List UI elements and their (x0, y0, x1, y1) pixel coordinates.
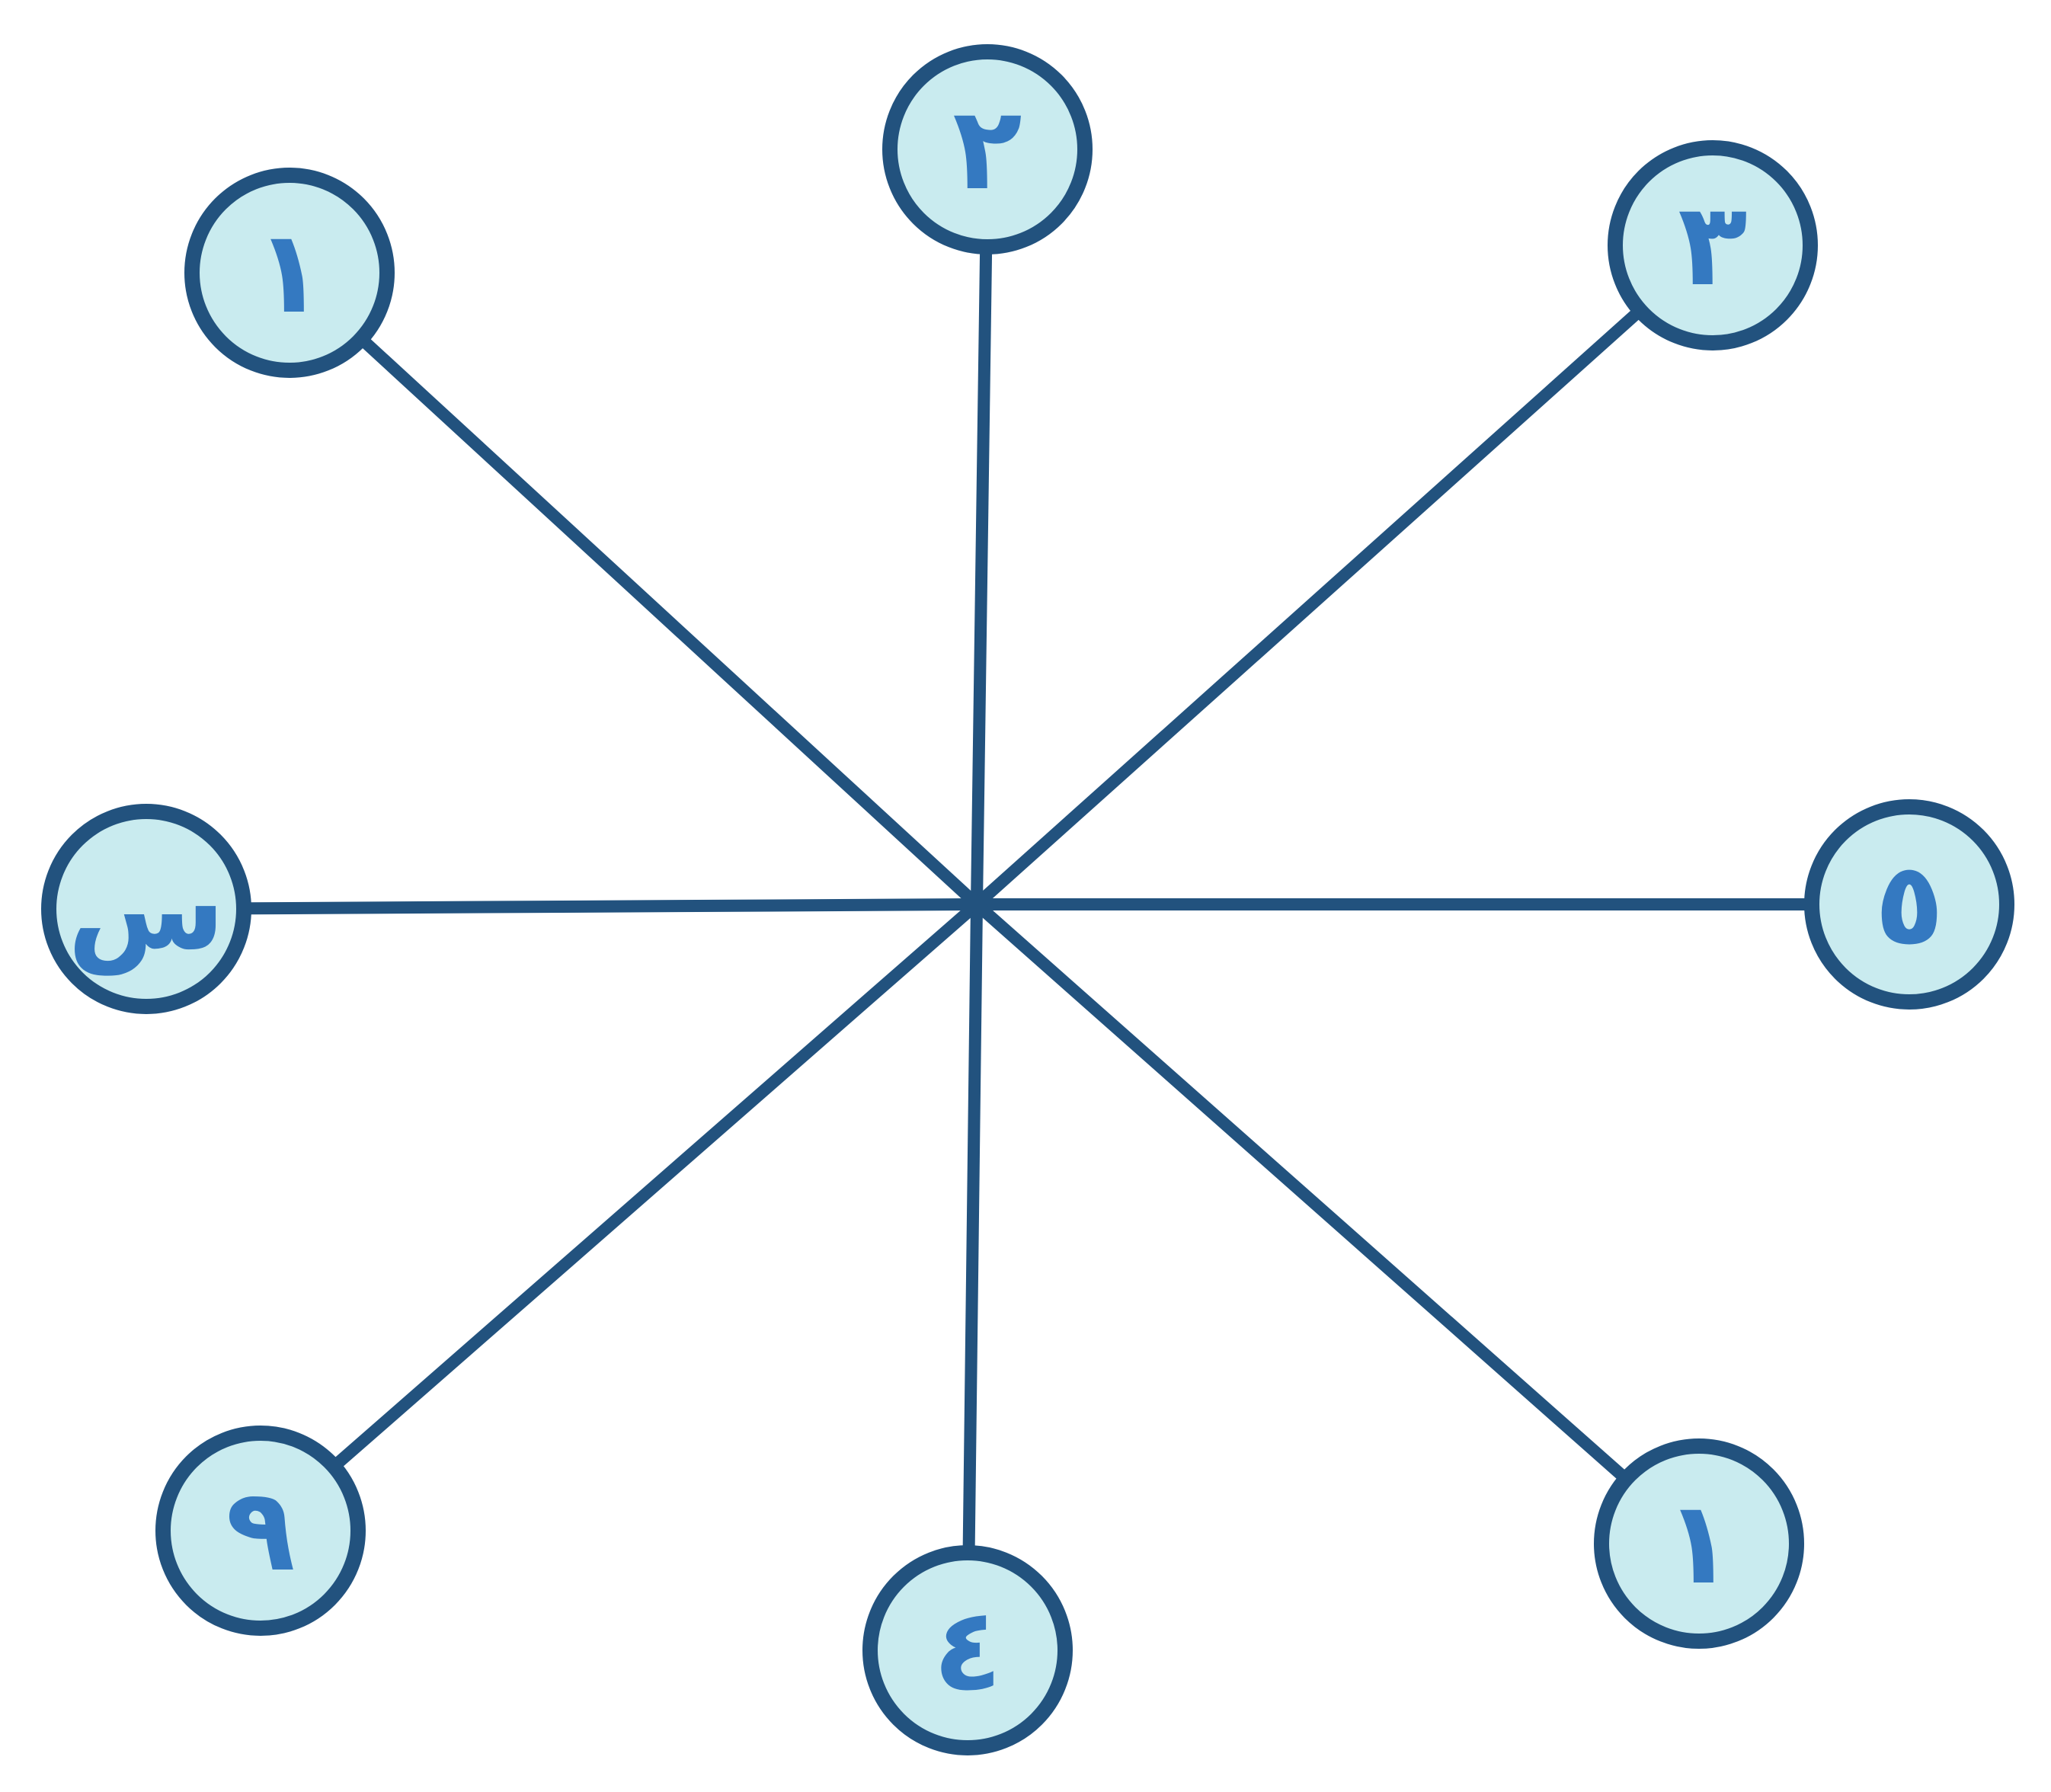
node-right-circle (1804, 799, 2014, 1010)
node-top-left-circle (184, 168, 395, 378)
center-hub (968, 895, 986, 914)
node-top-label: ٢ (952, 83, 1022, 216)
node-top-right-label: ٣ (1678, 179, 1748, 312)
node-right-label: ٥ (1874, 838, 1944, 971)
node-top: ٢ (882, 44, 1093, 254)
spoke-left (146, 898, 978, 915)
node-bottom-left-label: ٩ (226, 1464, 296, 1597)
spoke-top-right (972, 241, 1717, 909)
spoke-top-left (285, 268, 981, 909)
node-bottom-right-label: ١ (1664, 1477, 1734, 1610)
node-left-label: س (68, 843, 226, 976)
spoke-bottom-right (972, 900, 1704, 1548)
spokes-layer (146, 149, 1909, 1651)
node-top-right-circle (1608, 140, 1818, 350)
node-left-circle (41, 804, 251, 1014)
node-bottom-left-circle (155, 1426, 366, 1636)
node-bottom-right-circle (1594, 1438, 1804, 1649)
node-bottom-left: ٩ (155, 1426, 366, 1636)
node-top-left: ١ (184, 168, 395, 378)
node-top-left-label: ١ (254, 206, 325, 339)
node-bottom-right: ١ (1594, 1438, 1804, 1649)
node-right: ٥ (1804, 799, 2014, 1010)
node-bottom-circle (862, 1545, 1073, 1755)
node-left: س (41, 804, 251, 1014)
node-bottom: ٤ (862, 1545, 1073, 1755)
spoke-top (971, 149, 994, 905)
node-bottom-label: ٤ (933, 1584, 1003, 1717)
node-top-right: ٣ (1608, 140, 1818, 350)
spoke-bottom-left (256, 899, 981, 1536)
spoke-bottom (962, 904, 983, 1651)
nodes-layer: ١ ٢ ٣ ٥ ١ ٤ ٩ س (41, 44, 2014, 1755)
node-top-circle (882, 44, 1093, 254)
